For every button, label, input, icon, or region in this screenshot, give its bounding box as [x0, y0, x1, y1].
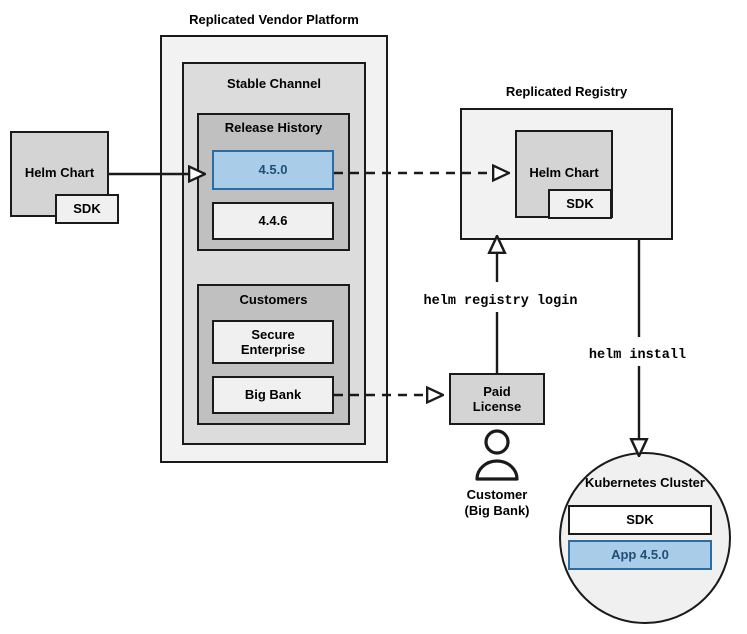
customer-big-bank[interactable]: Big Bank — [212, 376, 334, 414]
release-item-4-4-6[interactable]: 4.4.6 — [212, 202, 334, 240]
source-helm-chart-sdk[interactable]: SDK — [55, 194, 119, 224]
customer-actor-label: Customer (Big Bank) — [464, 487, 530, 519]
vendor-platform-title: Replicated Vendor Platform — [189, 12, 359, 27]
cluster-item-sdk[interactable]: SDK — [568, 505, 712, 535]
registry-helm-chart-sdk[interactable]: SDK — [548, 189, 612, 219]
stable-channel-title: Stable Channel — [227, 76, 321, 91]
release-history-title: Release History — [224, 120, 323, 135]
customers-title: Customers — [239, 292, 308, 307]
command-helm-install: helm install — [588, 348, 687, 363]
command-helm-registry-login: helm registry login — [423, 294, 578, 309]
kubernetes-cluster-circle — [559, 452, 731, 624]
cluster-item-app[interactable]: App 4.5.0 — [568, 540, 712, 570]
release-item-4-5-0[interactable]: 4.5.0 — [212, 150, 334, 190]
customer-secure-enterprise[interactable]: Secure Enterprise — [212, 320, 334, 364]
paid-license-box[interactable]: Paid License — [449, 373, 545, 425]
kubernetes-cluster-title: Kubernetes Cluster — [585, 475, 705, 490]
registry-title: Replicated Registry — [505, 84, 628, 99]
